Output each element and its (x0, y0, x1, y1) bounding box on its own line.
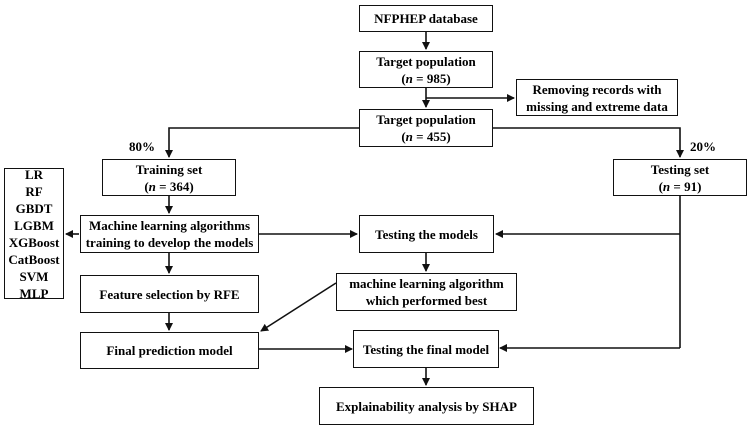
node-feature-selection: Feature selection by RFE (80, 275, 259, 313)
node-testing-final-model: Testing the final model (353, 330, 499, 368)
algo-item: GBDT (15, 200, 53, 216)
node-text: Removing records with (532, 81, 662, 97)
node-shap-analysis: Explainability analysis by SHAP (319, 387, 534, 425)
algo-item: XGBoost (8, 234, 60, 250)
algo-item: MLP (19, 285, 49, 301)
node-count: (n = 985) (401, 70, 451, 86)
algo-item: LGBM (14, 217, 54, 233)
algo-item: LR (24, 166, 44, 182)
node-text: Testing the final model (362, 341, 490, 357)
node-text: training to develop the models (85, 235, 254, 250)
node-target-population-1: Target population (n = 985) (359, 51, 493, 88)
node-testing-models: Testing the models (359, 215, 494, 253)
arrow-bestalgo-to-final (260, 282, 337, 332)
node-text: Target population (376, 53, 476, 69)
node-best-algorithm: machine learning algorithm which perform… (336, 273, 517, 311)
node-text: Final prediction model (106, 343, 233, 358)
node-text: Feature selection by RFE (99, 286, 240, 302)
node-text: machine learning algorithm (349, 276, 504, 291)
node-training-set: Training set (n = 364) (102, 159, 236, 196)
node-target-population-2: Target population (n = 455) (359, 109, 493, 147)
node-count: (n = 364) (144, 178, 194, 194)
node-ml-training: Machine learning algorithms training to … (80, 215, 259, 253)
node-text: NFPHEP database (374, 11, 478, 26)
node-count: (n = 455) (401, 129, 451, 144)
node-final-model: Final prediction model (80, 332, 259, 369)
node-count: (n = 91) (658, 178, 702, 194)
node-text: Machine learning algorithms (88, 218, 251, 233)
algo-item: SVM (19, 268, 49, 284)
node-text: missing and extreme data (526, 98, 668, 114)
split-label-train: 80% (129, 139, 155, 154)
split-label-test: 20% (690, 139, 716, 154)
node-nfphep-database: NFPHEP database (359, 5, 493, 32)
node-removing-records: Removing records with missing and extrem… (516, 79, 678, 116)
node-text: Target population (376, 112, 476, 127)
algo-item: CatBoost (8, 251, 60, 267)
node-text: Testing the models (375, 226, 478, 242)
node-text: Testing set (650, 161, 710, 177)
arrow-target2-to-training (165, 127, 360, 158)
algo-item: RF (25, 183, 43, 199)
node-text: Explainability analysis by SHAP (336, 398, 517, 414)
node-text: Training set (135, 161, 203, 177)
node-text: which performed best (365, 293, 488, 308)
arrow-target2-to-testing (492, 127, 684, 158)
algorithm-list: LR RF GBDT LGBM XGBoost CatBoost SVM MLP (4, 166, 64, 301)
node-testing-set: Testing set (n = 91) (613, 159, 747, 196)
